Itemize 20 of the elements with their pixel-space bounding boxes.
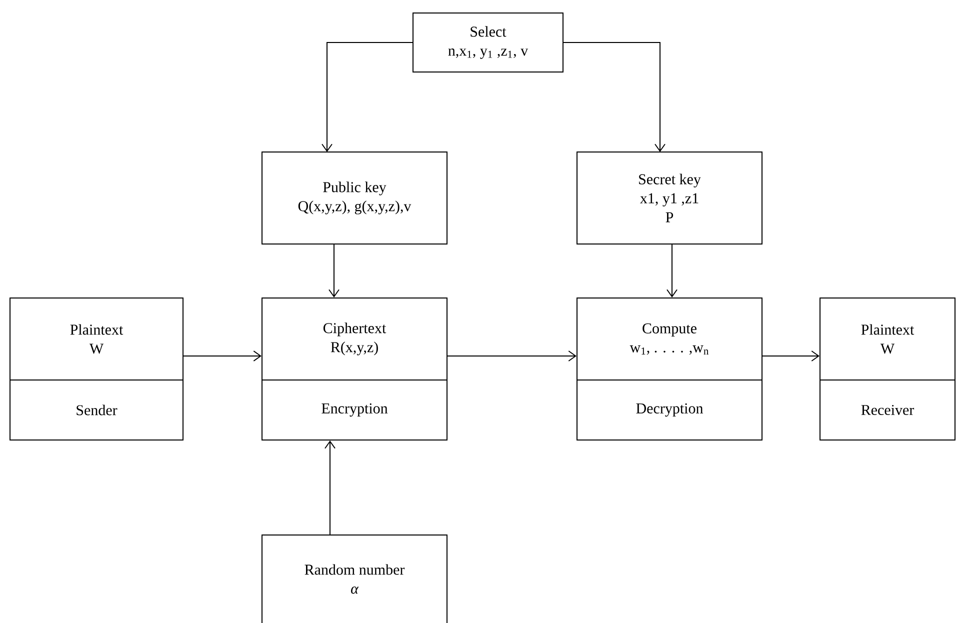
stage-label-box: Sender bbox=[10, 380, 184, 440]
process-box: Plaintext W bbox=[820, 298, 956, 380]
process-box: Compute w$_{1}$, . . . . ,w$_{n}$ bbox=[576, 298, 762, 380]
arrow bbox=[563, 42, 666, 152]
arrow bbox=[666, 244, 678, 298]
arrow bbox=[322, 42, 413, 152]
arrow bbox=[762, 350, 820, 362]
process-box: Plaintext W bbox=[10, 298, 184, 380]
process-box: Select n,x$_{1}$, y$_{1}$ ,z$_{1}$, v bbox=[412, 12, 564, 72]
stage-label-box: Decryption bbox=[576, 380, 762, 440]
arrow bbox=[324, 440, 336, 535]
stage-label-box: Receiver bbox=[820, 380, 956, 440]
process-box: Public key Q(x,y,z), g(x,y,z),v bbox=[262, 152, 448, 244]
arrow bbox=[447, 350, 576, 362]
stage-label-box: Encryption bbox=[262, 380, 448, 440]
arrow bbox=[328, 244, 340, 298]
arrow bbox=[183, 350, 262, 362]
process-box: Ciphertext R(x,y,z) bbox=[262, 298, 448, 380]
process-box: Random number α bbox=[262, 534, 448, 623]
process-box: Secret key x1, y1 ,z1 P bbox=[576, 152, 762, 244]
